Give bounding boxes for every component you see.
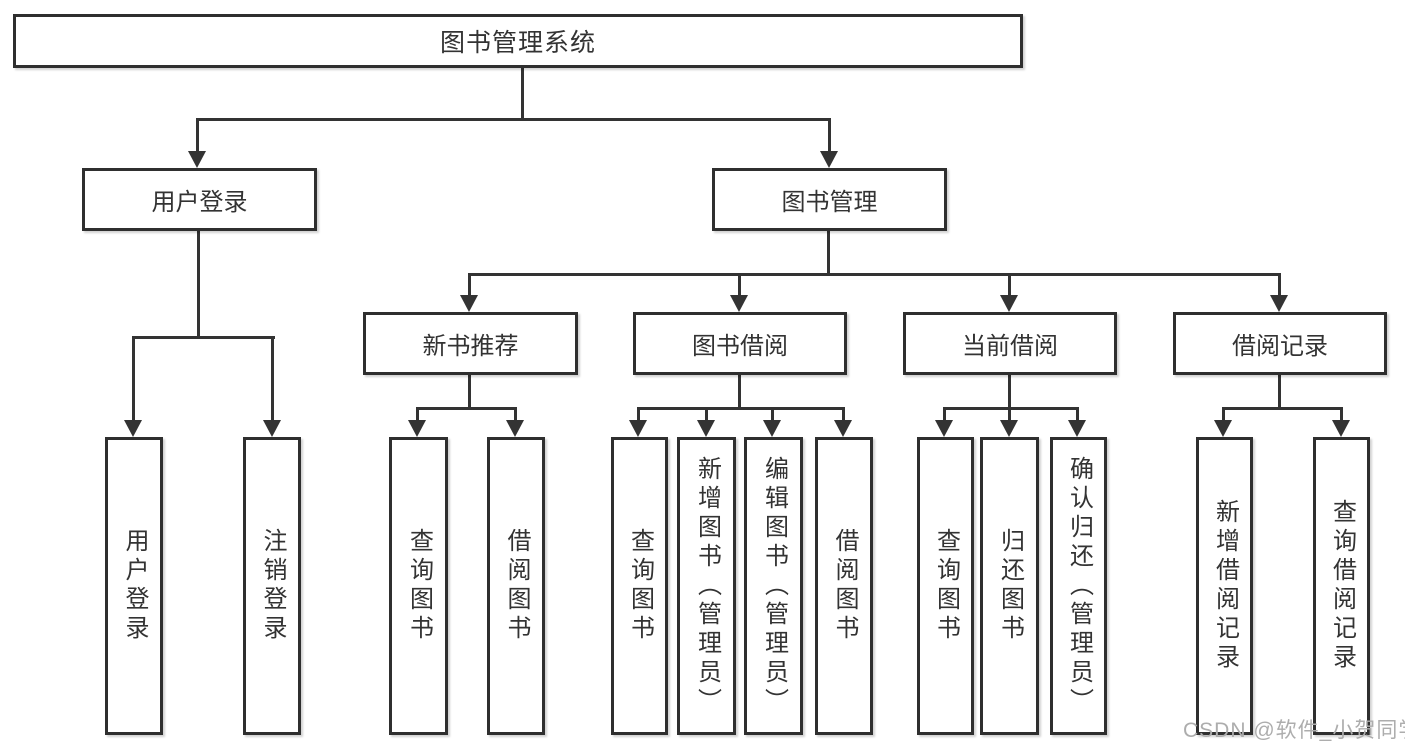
leaf-user-login-label: 用户登录 bbox=[121, 528, 148, 644]
arrow-borrow-child-4 bbox=[834, 407, 852, 437]
connector-current-branch bbox=[944, 407, 1079, 410]
leaf-records-add-record: 新增借阅记录 bbox=[1196, 437, 1253, 735]
node-current-borrow: 当前借阅 bbox=[903, 312, 1117, 375]
arrow-to-new-book-recommend bbox=[460, 273, 478, 312]
arrow-current-child-1 bbox=[935, 407, 953, 437]
node-user-login-label: 用户登录 bbox=[151, 189, 248, 216]
leaf-recommend-query-books: 查询图书 bbox=[389, 437, 448, 735]
arrow-borrow-child-1 bbox=[629, 407, 647, 437]
leaf-current-return-books: 归还图书 bbox=[980, 437, 1039, 735]
leaf-current-confirm-return-admin: 确认归还（管理员） bbox=[1050, 437, 1107, 735]
connector-user-login-stub bbox=[197, 231, 200, 336]
leaf-borrow-add-books-admin: 新增图书（管理员） bbox=[677, 437, 736, 735]
leaf-borrow-edit-books-admin-label: 编辑图书（管理员） bbox=[760, 455, 788, 717]
connector-root-branch bbox=[197, 118, 831, 121]
node-book-borrow-label: 图书借阅 bbox=[692, 333, 788, 360]
connector-recommend-stub bbox=[468, 375, 471, 407]
arrow-to-borrow-records bbox=[1270, 273, 1288, 312]
connector-current-stub bbox=[1008, 375, 1011, 407]
leaf-borrow-query-books: 查询图书 bbox=[611, 437, 668, 735]
connector-records-stub bbox=[1278, 375, 1281, 407]
node-book-management: 图书管理 bbox=[712, 168, 947, 231]
connector-recommend-branch bbox=[417, 407, 517, 410]
arrow-borrow-child-3 bbox=[763, 407, 781, 437]
connector-borrow-stub bbox=[738, 375, 741, 407]
arrow-current-child-3 bbox=[1068, 407, 1086, 437]
node-library-system-label: 图书管理系统 bbox=[439, 29, 596, 57]
arrow-to-user-login bbox=[188, 118, 206, 168]
leaf-current-confirm-return-admin-label: 确认归还（管理员） bbox=[1065, 455, 1093, 717]
node-book-management-label: 图书管理 bbox=[781, 189, 878, 216]
leaf-user-login: 用户登录 bbox=[105, 437, 163, 735]
connector-records-branch bbox=[1223, 407, 1343, 410]
node-new-book-recommend: 新书推荐 bbox=[363, 312, 578, 375]
connector-borrow-branch bbox=[638, 407, 845, 410]
arrow-recommend-child-1 bbox=[408, 407, 426, 437]
arrow-to-current-borrow bbox=[1000, 273, 1018, 312]
leaf-borrow-add-books-admin-label: 新增图书（管理员） bbox=[693, 455, 721, 717]
leaf-borrow-edit-books-admin: 编辑图书（管理员） bbox=[744, 437, 803, 735]
arrow-current-child-2 bbox=[1000, 407, 1018, 437]
node-book-borrow: 图书借阅 bbox=[633, 312, 847, 375]
leaf-recommend-borrow-books: 借阅图书 bbox=[487, 437, 545, 735]
csdn-watermark: CSDN @软件_小贺同学 bbox=[1183, 719, 1405, 742]
leaf-logout-label: 注销登录 bbox=[259, 528, 286, 644]
leaf-borrow-query-books-label: 查询图书 bbox=[626, 528, 654, 644]
arrow-to-leaf-user-login bbox=[124, 336, 142, 437]
connector-user-login-branch bbox=[133, 336, 275, 339]
arrow-to-book-borrow bbox=[730, 273, 748, 312]
leaf-records-add-record-label: 新增借阅记录 bbox=[1211, 499, 1239, 673]
arrow-to-leaf-logout bbox=[263, 336, 281, 437]
arrow-to-book-management bbox=[820, 118, 838, 168]
leaf-records-query-record-label: 查询借阅记录 bbox=[1328, 499, 1356, 673]
node-library-system: 图书管理系统 bbox=[13, 14, 1023, 68]
node-new-book-recommend-label: 新书推荐 bbox=[422, 333, 519, 360]
arrow-records-child-1 bbox=[1214, 407, 1232, 437]
arrow-borrow-child-2 bbox=[697, 407, 715, 437]
leaf-current-return-books-label: 归还图书 bbox=[996, 528, 1024, 644]
arrow-recommend-child-2 bbox=[506, 407, 524, 437]
connector-root-trunk bbox=[521, 68, 524, 118]
leaf-recommend-query-books-label: 查询图书 bbox=[405, 528, 433, 644]
connector-book-management-stub bbox=[827, 231, 830, 273]
node-borrow-records-label: 借阅记录 bbox=[1232, 333, 1328, 360]
node-user-login: 用户登录 bbox=[82, 168, 317, 231]
leaf-borrow-borrow-books: 借阅图书 bbox=[815, 437, 873, 735]
node-current-borrow-label: 当前借阅 bbox=[962, 333, 1058, 360]
leaf-records-query-record: 查询借阅记录 bbox=[1313, 437, 1370, 735]
leaf-current-query-books: 查询图书 bbox=[917, 437, 974, 735]
leaf-borrow-borrow-books-label: 借阅图书 bbox=[831, 528, 858, 644]
connector-book-management-branch bbox=[470, 273, 1281, 276]
leaf-logout: 注销登录 bbox=[243, 437, 301, 735]
leaf-recommend-borrow-books-label: 借阅图书 bbox=[503, 528, 530, 644]
leaf-current-query-books-label: 查询图书 bbox=[932, 528, 960, 644]
arrow-records-child-2 bbox=[1332, 407, 1350, 437]
node-borrow-records: 借阅记录 bbox=[1173, 312, 1387, 375]
